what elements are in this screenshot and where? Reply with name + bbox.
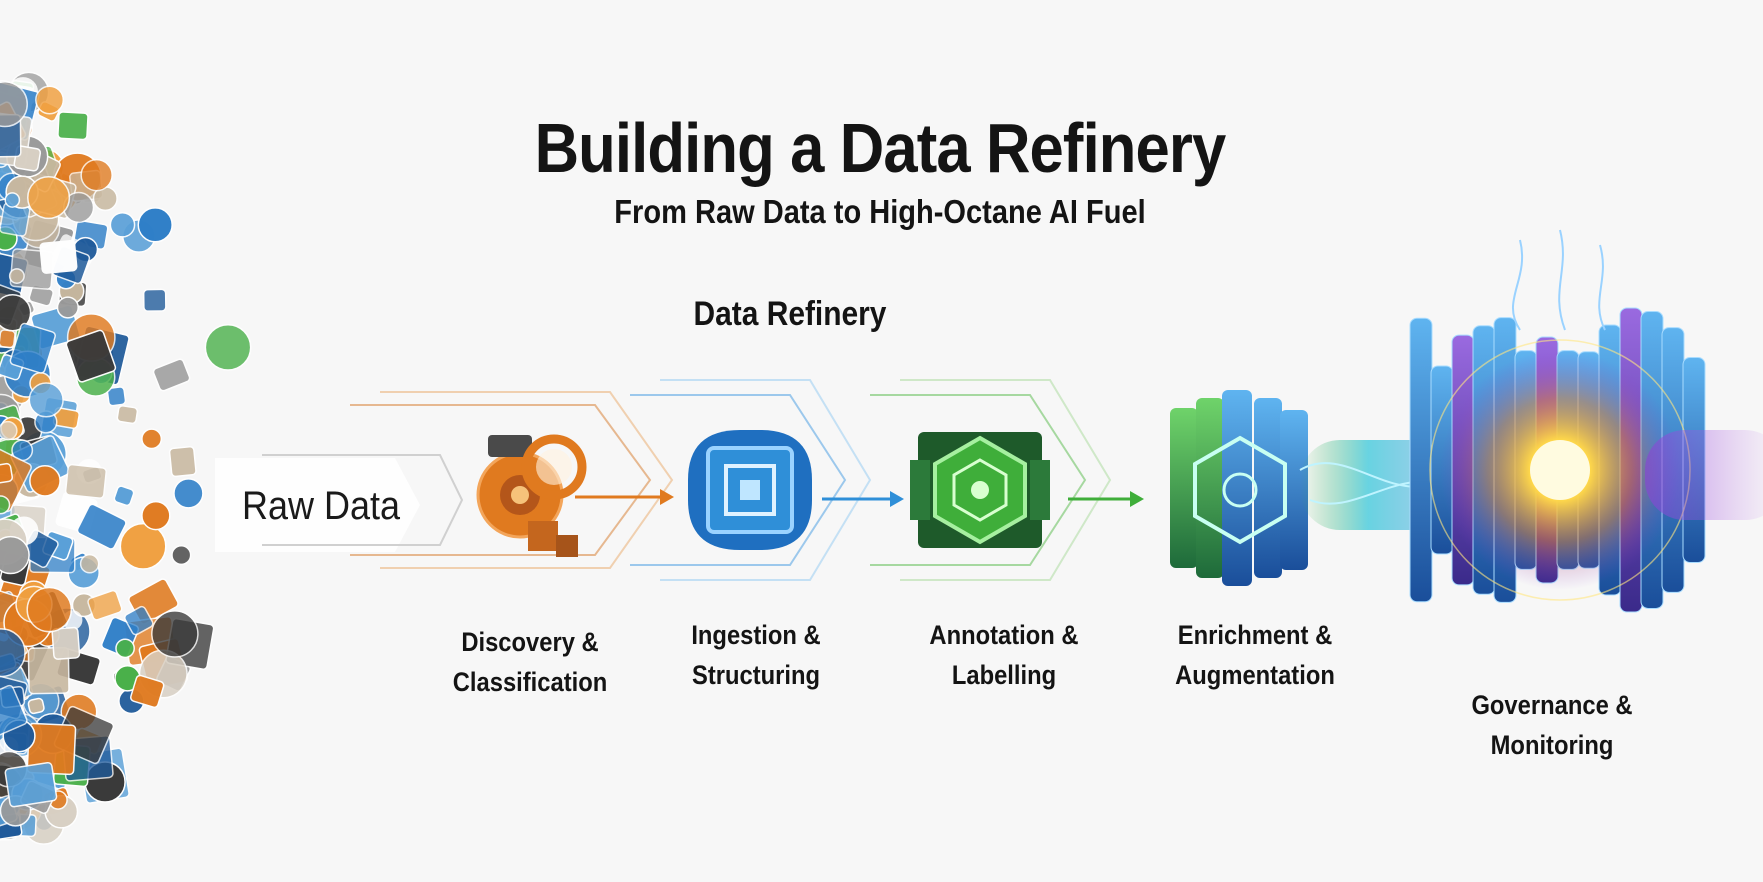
raw-data-fragment bbox=[129, 674, 165, 709]
data-stack-icon bbox=[1170, 390, 1308, 586]
raw-data-fragment bbox=[137, 207, 173, 243]
raw-data-fragment bbox=[109, 211, 136, 238]
raw-data-fragment bbox=[39, 240, 78, 274]
raw-data-fragment bbox=[142, 288, 167, 312]
stage-label-line: Structuring bbox=[691, 660, 821, 690]
stage-label-line: Labelling bbox=[951, 660, 1057, 690]
raw-data-fragment bbox=[51, 626, 81, 660]
stage-label-line: Annotation & bbox=[929, 620, 1079, 650]
raw-data-fragment bbox=[9, 322, 56, 374]
raw-data-fragment bbox=[26, 586, 73, 633]
server-tower bbox=[1409, 317, 1433, 603]
raw-data-fragment bbox=[87, 589, 123, 621]
section-label: Data Refinery bbox=[693, 295, 887, 333]
raw-data-fragment bbox=[152, 358, 191, 392]
raw-data-fragment bbox=[0, 329, 16, 349]
raw-data-fragment bbox=[76, 503, 127, 550]
raw-data-fragment bbox=[141, 428, 163, 450]
gear-lens-icon bbox=[476, 434, 587, 557]
scan-frame-icon bbox=[688, 430, 812, 550]
page-title: Building a Data Refinery bbox=[534, 109, 1227, 187]
raw-data-fragment bbox=[113, 485, 135, 507]
raw-data-fragment bbox=[27, 176, 71, 220]
raw-data-fragment bbox=[8, 268, 25, 284]
raw-data-fragment bbox=[4, 761, 58, 808]
raw-data-fragment bbox=[0, 495, 11, 515]
raw-data-fragment bbox=[124, 605, 154, 636]
ai-core-icon bbox=[1409, 229, 1763, 613]
raw-data-fragment bbox=[204, 323, 252, 371]
stage-label-governance: Governance & Monitoring bbox=[1446, 685, 1657, 765]
raw-data-fragment bbox=[119, 522, 167, 570]
raw-data-fragment bbox=[151, 610, 199, 658]
raw-data-fragment bbox=[65, 329, 117, 383]
stage-label-line: Monitoring bbox=[1490, 730, 1614, 760]
raw-data-fragment bbox=[115, 638, 135, 659]
raw-data-fragment bbox=[29, 465, 61, 497]
stage-label-line: Discovery & bbox=[461, 627, 599, 657]
flow-arrows bbox=[575, 489, 1144, 507]
raw-data-fragment bbox=[0, 81, 28, 128]
flow-chevrons bbox=[262, 379, 1112, 581]
raw-data-label-plate bbox=[215, 458, 420, 552]
raw-data-fragment bbox=[57, 111, 89, 141]
stage-label-line: Enrichment & bbox=[1177, 620, 1333, 650]
raw-data-fragment bbox=[79, 553, 100, 574]
stage-label-line: Ingestion & bbox=[691, 620, 821, 650]
stage-label-line: Classification bbox=[452, 667, 608, 697]
stage-label-line: Governance & bbox=[1471, 690, 1633, 720]
page-subtitle: From Raw Data to High-Octane AI Fuel bbox=[614, 193, 1146, 230]
stage-label-ingestion: Ingestion & Structuring bbox=[650, 615, 861, 695]
raw-data-fragment bbox=[173, 478, 204, 509]
raw-data-fragment bbox=[56, 296, 79, 319]
raw-data-fragment bbox=[64, 463, 107, 499]
raw-data-fragment bbox=[4, 192, 21, 208]
stage-label-discovery: Discovery & Classification bbox=[424, 622, 635, 702]
raw-data-fragment bbox=[0, 684, 28, 740]
raw-data-fragment bbox=[28, 382, 64, 418]
stage-label-annotation: Annotation & Labelling bbox=[898, 615, 1109, 695]
raw-data-fragment bbox=[168, 445, 197, 478]
raw-data-pile bbox=[0, 71, 420, 845]
raw-data-fragment bbox=[80, 158, 113, 192]
raw-data-fragment bbox=[0, 535, 30, 575]
raw-data-fragment bbox=[141, 500, 171, 531]
raw-data-fragment bbox=[0, 294, 32, 332]
stage-label-enrichment: Enrichment & Augmentation bbox=[1149, 615, 1360, 695]
raw-data-fragment bbox=[106, 386, 127, 407]
raw-data-fragment bbox=[0, 462, 13, 484]
raw-data-fragment bbox=[0, 420, 18, 441]
raw-data-fragment bbox=[171, 544, 192, 566]
raw-data-label: Raw Data bbox=[241, 484, 401, 528]
tag-hexagon-icon bbox=[910, 432, 1050, 548]
raw-data-fragment bbox=[27, 697, 45, 715]
raw-data-fragment bbox=[0, 445, 32, 513]
stage-label-line: Augmentation bbox=[1175, 660, 1335, 690]
raw-data-fragment bbox=[35, 85, 65, 115]
raw-data-fragment bbox=[116, 405, 139, 425]
